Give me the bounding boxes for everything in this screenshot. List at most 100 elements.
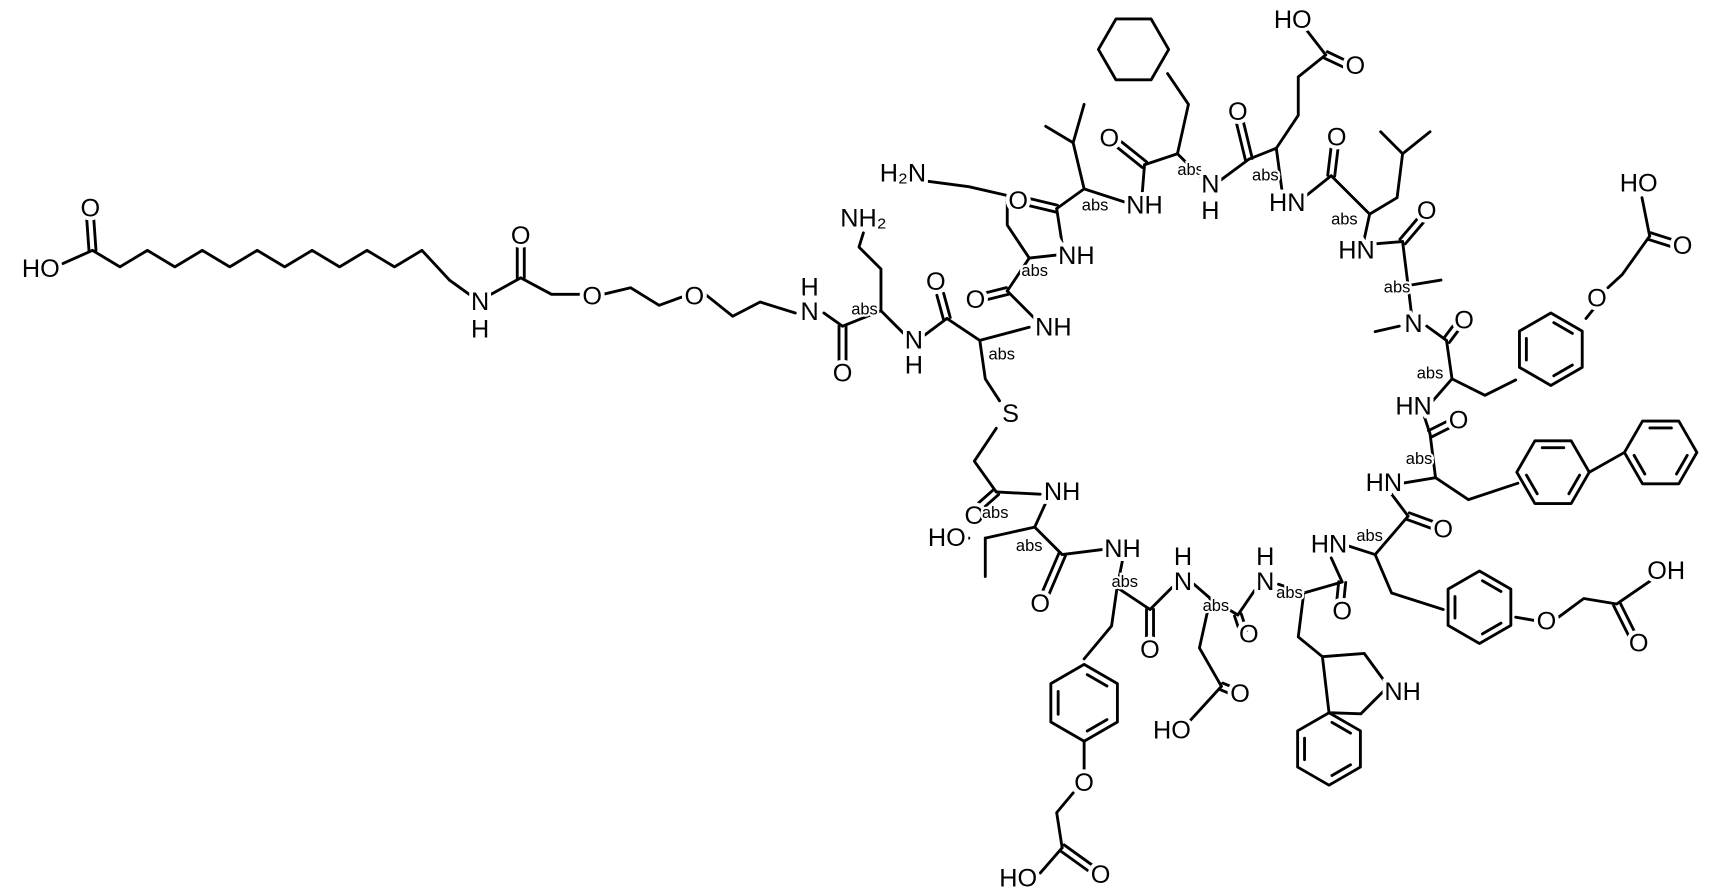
single-bond [1219,159,1249,181]
atom-o: O [1537,608,1557,636]
atom-o: O [966,286,986,314]
sulfur-atom: S [1002,400,1019,428]
atom-o: O [1074,769,1094,797]
atom-hn: HN [1395,392,1431,420]
atom-o: O [1332,598,1352,626]
indole-benzene-ring [1298,713,1361,785]
atom-o: O [1346,52,1366,80]
single-bond [947,318,980,340]
biaryl-bond [1589,452,1624,472]
atom-o: O [1030,590,1050,618]
stereo-abs-label: abs [1111,573,1138,591]
atom-hn: HN [1269,189,1305,217]
single-bond [1046,126,1084,189]
atom-label-layer: HOONHOOOHNOabsNH₂NHOabsSONHNHOabsH₂NNHOa… [22,6,1693,893]
single-bond [824,313,843,326]
atom-h: H [905,352,923,380]
double-bond [1327,52,1346,61]
double-bond [1030,199,1057,206]
phenyl-ring-tyr-11 [1448,571,1511,643]
stereo-abs-label: abs [1331,211,1358,229]
atom-o: O [1327,123,1347,151]
cyclohexane-ring [1098,19,1168,80]
atom-n: N [1256,568,1274,596]
stereo-abs-label: abs [1384,279,1411,297]
atom-o: O [1091,861,1111,889]
single-bond [1276,55,1325,148]
double-bond [1335,149,1338,176]
double-bond [87,220,89,251]
single-bond [1375,326,1399,331]
single-bond [1430,379,1452,404]
phenyl-ring-biphenyl-inner [1517,441,1589,504]
atom-o: O [684,283,704,311]
stereo-abs-label: abs [982,504,1009,522]
double-bond [1400,217,1419,239]
single-bond [1436,478,1518,500]
atom-o: O [1100,124,1120,152]
single-bond [925,318,947,334]
double-bond [1614,606,1629,637]
atom-o: O [511,222,531,250]
acid-carbonyl-oxygen: O [80,195,100,223]
phenyl-ring-tyr-9 [1519,313,1582,385]
single-bond [1238,591,1254,615]
single-bond [1408,280,1441,285]
asp-hydroxyl: HO [1153,716,1191,744]
atom-h: H [1174,543,1192,571]
atom-o: O [1673,232,1693,260]
stereo-abs-label: abs [1177,161,1204,179]
indole-nh: NH [1384,678,1420,706]
stereo-abs-label: abs [1417,364,1444,382]
thr-hydroxyl: HO [928,524,966,552]
stereo-abs-label: abs [1406,450,1433,468]
atom-n: N [471,288,489,316]
single-bond [603,288,683,306]
atom-o: O [1449,407,1469,435]
double-bond [1324,58,1343,67]
single-bond [974,428,996,492]
atom-nh: NH [1044,478,1080,506]
atom-nh: NH [1104,535,1140,563]
indole-pyrrole-ring [1322,653,1388,713]
single-bond [1040,848,1062,873]
atom-o: O [926,268,946,296]
stereo-abs-label: abs [1021,262,1048,280]
single-bond [1062,549,1106,554]
double-bond [1049,556,1065,594]
atom-o: O [1629,630,1649,658]
single-bond [1057,793,1073,848]
atom-o: O [1230,680,1250,708]
alkyl-chain [92,250,469,294]
single-bond [1007,291,1034,318]
ring-layer [1051,19,1697,785]
atom-nh: NH [1058,242,1094,270]
amine-h2n: H₂N [880,160,926,188]
single-bond [1057,209,1062,244]
double-bond [937,295,944,319]
atom-o: O [1417,197,1437,225]
atom-nh: NH [1126,191,1162,219]
stereo-abs-label: abs [851,301,878,319]
bond-layer [63,31,1675,873]
single-bond [1348,546,1375,555]
atom-n: N [1404,310,1422,338]
single-bond [1375,555,1443,610]
atom-n: N [1201,170,1219,198]
stereo-abs-label: abs [1082,196,1109,214]
atom-o: O [1239,621,1259,649]
single-bond [1084,588,1117,659]
amine-nh2: NH₂ [840,205,886,233]
atom-o: O [1228,98,1248,126]
atom-o: O [1008,187,1028,215]
double-bond [1649,239,1673,247]
tyr11-hydroxyl: OH [1647,557,1685,585]
single-bond [1186,686,1221,724]
single-bond [1559,598,1617,617]
single-bond [881,311,905,335]
single-bond [1608,236,1650,288]
atom-o: O [1433,515,1453,543]
stereo-abs-label: abs [1203,597,1230,615]
atom-hn: HN [1338,236,1374,264]
